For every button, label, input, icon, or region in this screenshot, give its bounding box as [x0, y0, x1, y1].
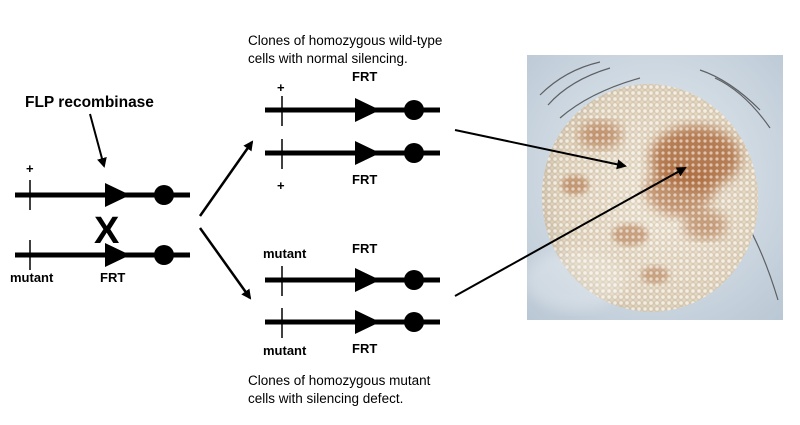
pointer-mutant — [454, 167, 687, 297]
flp-label: FLP recombinase — [25, 94, 154, 111]
frt-arrow-symbol — [355, 268, 380, 292]
caption-bottom-line1: Clones of homozygous mutant — [248, 373, 431, 388]
frt-label-bottom-1: FRT — [352, 241, 377, 256]
frt-label-left: FRT — [100, 270, 125, 285]
frt-arrow-symbol — [355, 98, 380, 122]
mutant-clone-group: mutant FRT mutant FRT Clones of homozygo… — [248, 241, 440, 406]
plus-label-top: + — [277, 80, 285, 95]
mutant-label-bottom-2: mutant — [263, 343, 307, 358]
centromere — [154, 245, 174, 265]
wildtype-clone-group: Clones of homozygous wild-type cells wit… — [248, 33, 442, 193]
caption-bottom-line2: cells with silencing defect. — [248, 391, 403, 406]
pointer-wildtype — [454, 129, 627, 170]
centromere — [404, 143, 424, 163]
chromosome-mut-2 — [265, 308, 440, 338]
chromosome-bottom — [15, 240, 190, 270]
chromosome-wt-1 — [265, 96, 440, 126]
caption-top-line2: cells with normal silencing. — [248, 51, 408, 66]
frt-arrow-symbol — [355, 141, 380, 165]
mutant-label-bottom-1: mutant — [263, 246, 307, 261]
centromere — [404, 312, 424, 332]
frt-arrow-symbol — [355, 310, 380, 334]
caption-top-line1: Clones of homozygous wild-type — [248, 33, 442, 48]
branch-arrow-down — [198, 227, 252, 300]
frt-label-top: FRT — [352, 69, 377, 84]
plus-label-left: + — [26, 161, 34, 176]
flp-arrow — [89, 113, 107, 168]
branch-arrow-up — [198, 140, 254, 217]
centromere — [154, 185, 174, 205]
centromere — [404, 100, 424, 120]
plus-label-top-2: + — [277, 178, 285, 193]
frt-label-top-2: FRT — [352, 172, 377, 187]
mutant-label-left: mutant — [10, 270, 54, 285]
centromere — [404, 270, 424, 290]
frt-arrow-symbol — [105, 183, 130, 207]
frt-label-bottom-2: FRT — [352, 341, 377, 356]
chromosome-top — [15, 180, 190, 210]
eye-photo — [527, 55, 783, 320]
crossover-mark: X — [94, 210, 120, 252]
parental-chromosomes: FLP recombinase X + mutant FRT — [10, 94, 190, 285]
chromosome-wt-2 — [265, 139, 440, 169]
chromosome-mut-1 — [265, 266, 440, 296]
frt-arrow-symbol — [105, 243, 130, 267]
